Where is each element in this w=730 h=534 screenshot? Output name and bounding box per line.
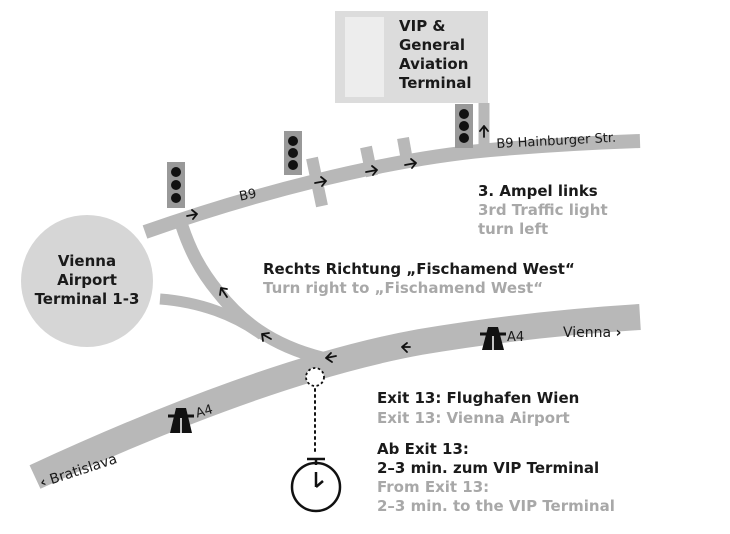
route-arrow-icon: [401, 342, 411, 353]
vip-terminal-line: Terminal: [399, 74, 472, 92]
b9-road: [142, 134, 641, 239]
airport-access-road: [159, 293, 266, 340]
traffic-light-instruction: 3. Ampel links 3rd Traffic light turn le…: [478, 182, 608, 239]
route-arrow-icon: [219, 287, 228, 298]
instruction-de: 2–3 min. zum VIP Terminal: [377, 459, 600, 477]
exit-13-marker: [305, 367, 325, 387]
airport-label-line: Vienna: [57, 252, 117, 270]
a4-motorway-road: [29, 304, 641, 489]
vip-terminal-line: VIP &: [399, 17, 446, 35]
instruction-en: Exit 13: Vienna Airport: [377, 409, 570, 427]
route-arrow-icon: [365, 165, 378, 176]
vip-terminal-line: Aviation: [399, 55, 469, 73]
route-arrow-icon: [314, 176, 327, 187]
time-instruction: Ab Exit 13: 2–3 min. zum VIP Terminal Fr…: [377, 440, 615, 516]
connector-road: [175, 223, 324, 365]
airport-terminal-circle: [21, 215, 153, 347]
instruction-en: 2–3 min. to the VIP Terminal: [377, 497, 615, 515]
vip-terminal-label: VIP & General Aviation Terminal: [399, 17, 472, 93]
instruction-de: Exit 13: Flughafen Wien: [377, 389, 580, 407]
route-arrow-icon: [261, 332, 272, 342]
turn-right-instruction: Rechts Richtung „Fischamend West“ Turn r…: [263, 260, 575, 298]
instruction-en: From Exit 13:: [377, 478, 490, 496]
route-arrow-icon: [325, 352, 337, 363]
a4-east-label: A4: [507, 330, 525, 345]
instruction-de: 3. Ampel links: [478, 182, 598, 200]
instruction-en: 3rd Traffic light: [478, 201, 608, 219]
airport-label-line: Airport: [57, 271, 117, 289]
route-arrow-icon: [479, 125, 489, 138]
instruction-de: Rechts Richtung „Fischamend West“: [263, 260, 575, 278]
motorway-icon: [168, 408, 194, 433]
vienna-direction: Vienna ›: [563, 325, 621, 341]
cross-street: [397, 136, 414, 168]
instruction-de: Ab Exit 13:: [377, 440, 469, 458]
route-arrow-icon: [186, 209, 198, 220]
airport-label-line: Terminal 1-3: [34, 290, 140, 308]
vienna-label: Vienna: [563, 325, 612, 341]
traffic-light-icon: [284, 131, 302, 175]
exit-instruction: Exit 13: Flughafen Wien Exit 13: Vienna …: [377, 388, 579, 428]
traffic-light-icon: [455, 104, 473, 148]
instruction-en: Turn right to „Fischamend West“: [263, 279, 544, 297]
chevron-right-icon: ›: [615, 325, 622, 341]
stopwatch-icon: [290, 457, 342, 513]
vip-terminal-line: General: [399, 36, 465, 54]
instruction-en: turn left: [478, 220, 549, 238]
airport-terminal-label: Vienna Airport Terminal 1-3: [21, 252, 153, 309]
vip-terminal-inner: [345, 17, 384, 97]
route-arrow-icon: [404, 158, 417, 169]
traffic-light-icon: [167, 162, 185, 208]
motorway-icon: [480, 327, 506, 350]
